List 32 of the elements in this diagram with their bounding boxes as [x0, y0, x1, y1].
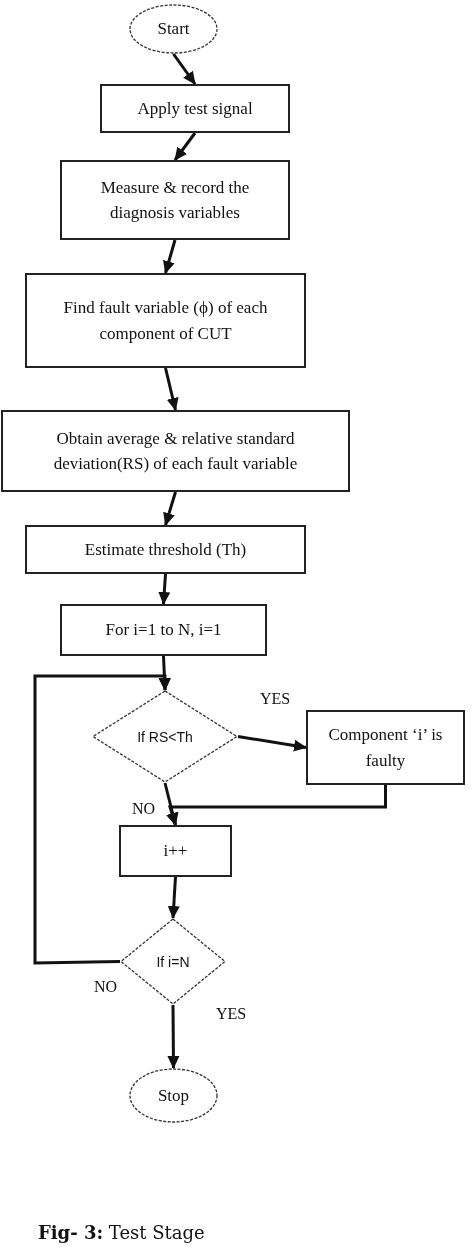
process-box	[25, 525, 306, 574]
arrow	[163, 239, 177, 274]
process-box	[60, 160, 290, 240]
process-box	[60, 604, 267, 656]
node-label: If RS<Th	[137, 728, 193, 745]
process-box	[1, 410, 350, 492]
node-label: For i=1 to N, i=1	[105, 619, 222, 642]
arrow	[167, 876, 180, 919]
process-box	[100, 84, 290, 133]
node-label: Stop	[157, 1085, 190, 1106]
arrow	[166, 785, 387, 826]
arrow	[167, 1005, 180, 1069]
node-label: i++	[163, 840, 188, 863]
figure-caption: Fig- 3: Test Stage	[38, 1222, 205, 1243]
arrow	[33, 674, 171, 965]
node-label: Estimate threshold (Th)	[84, 538, 247, 561]
arrow	[163, 491, 177, 526]
arrow	[237, 735, 307, 752]
node-label: Find fault variable (ϕ) of each component of CUT	[62, 297, 269, 345]
process-box	[306, 710, 465, 785]
node-label: Start	[157, 19, 190, 39]
node-label: If i=N	[156, 953, 190, 970]
arrow	[172, 53, 197, 85]
process-box	[119, 825, 232, 877]
arrow	[158, 573, 171, 605]
process-box	[25, 273, 306, 368]
arrow	[164, 367, 179, 411]
node-label: Apply test signal	[137, 97, 253, 120]
arrow	[173, 132, 197, 161]
node-label: Component ‘i’ is faulty	[327, 724, 444, 772]
node-label: Obtain average & relative standard deviation(RS) of each fault variable	[52, 427, 299, 475]
node-label: Measure & record the diagnosis variables	[99, 176, 251, 224]
